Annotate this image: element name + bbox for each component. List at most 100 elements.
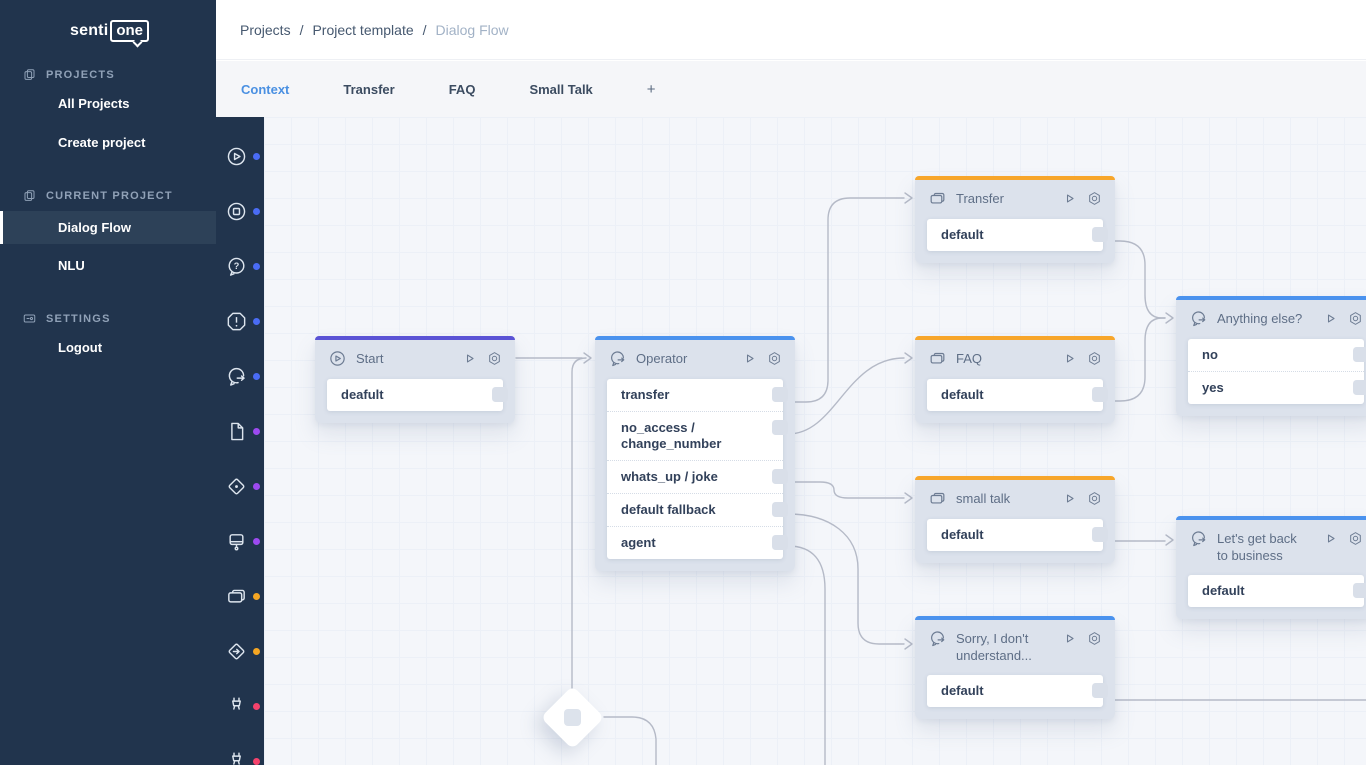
run-node-icon[interactable]	[1322, 310, 1339, 327]
node-title: Operator	[636, 351, 688, 366]
output-connector[interactable]	[1092, 387, 1108, 402]
sidebar-section-settings: SETTINGS	[22, 311, 111, 326]
output-connector[interactable]	[772, 502, 788, 517]
node-settings-icon[interactable]	[1086, 190, 1103, 207]
node-transfer[interactable]: Transfer default	[915, 176, 1115, 263]
sidebar-item-nlu[interactable]: NLU	[58, 258, 85, 273]
tool-stop[interactable]	[216, 184, 264, 239]
tool-intents[interactable]	[216, 569, 264, 624]
breadcrumb-project-template[interactable]: Project template	[312, 21, 414, 38]
tool-jump[interactable]	[216, 624, 264, 679]
run-node-icon[interactable]	[1061, 630, 1078, 647]
node-row[interactable]: no_access / change_number	[607, 412, 788, 461]
node-row[interactable]: yes	[1188, 372, 1366, 404]
tab-small-talk[interactable]: Small Talk	[529, 81, 593, 97]
node-settings-icon[interactable]	[1086, 490, 1103, 507]
node-accent	[915, 336, 1115, 340]
decision-diamond-node[interactable]	[540, 685, 605, 750]
node-operator[interactable]: Operator transfer no_access / change_num…	[595, 336, 795, 571]
node-settings-icon[interactable]	[1347, 310, 1364, 327]
breadcrumb-projects[interactable]: Projects	[240, 21, 291, 38]
tool-dot	[253, 538, 260, 545]
sidebar-section-projects: PROJECTS	[22, 67, 115, 82]
output-connector[interactable]	[492, 387, 508, 402]
output-connector[interactable]	[1353, 347, 1366, 362]
tool-integration-2[interactable]	[216, 734, 264, 765]
run-node-icon[interactable]	[1322, 530, 1339, 547]
node-row[interactable]: transfer	[607, 379, 788, 412]
output-connector[interactable]	[772, 535, 788, 550]
sidebar-item-create-project[interactable]: Create project	[58, 135, 146, 150]
node-start[interactable]: Start deafult	[315, 336, 515, 423]
node-row[interactable]: whats_up / joke	[607, 461, 788, 494]
node-settings-icon[interactable]	[1086, 350, 1103, 367]
node-header: Operator	[595, 340, 795, 377]
run-node-icon[interactable]	[1061, 350, 1078, 367]
tool-dot	[253, 648, 260, 655]
tool-question[interactable]	[216, 239, 264, 294]
output-connector[interactable]	[1092, 527, 1108, 542]
tool-start[interactable]	[216, 129, 264, 184]
tab-transfer[interactable]: Transfer	[343, 81, 395, 97]
node-row[interactable]: default	[927, 219, 1108, 251]
output-connector[interactable]	[1092, 227, 1108, 242]
tool-integration[interactable]	[216, 679, 264, 734]
output-connector[interactable]	[1353, 583, 1366, 598]
node-body: default	[915, 217, 1115, 263]
tool-dot	[253, 758, 260, 765]
run-node-icon[interactable]	[1061, 490, 1078, 507]
node-row[interactable]: agent	[607, 527, 788, 559]
run-node-icon[interactable]	[461, 350, 478, 367]
output-connector[interactable]	[772, 387, 788, 402]
node-title: small talk	[956, 491, 1011, 506]
node-settings-icon[interactable]	[766, 350, 783, 367]
node-back-to-business[interactable]: Let's get back to business default	[1176, 516, 1366, 619]
tool-transfer[interactable]	[216, 349, 264, 404]
sidebar-item-logout[interactable]: Logout	[58, 340, 103, 355]
run-node-icon[interactable]	[1061, 190, 1078, 207]
tool-screen[interactable]	[216, 514, 264, 569]
node-accent	[915, 616, 1115, 620]
output-connector[interactable]	[1092, 683, 1108, 698]
tool-alert[interactable]	[216, 294, 264, 349]
node-body: default	[1176, 573, 1366, 619]
chat-arrow-icon	[931, 631, 945, 647]
play-circle-icon	[330, 351, 345, 366]
flow-canvas[interactable]: Start deafult Operator transfer	[264, 117, 1366, 765]
tool-dot	[253, 373, 260, 380]
node-row[interactable]: default	[1188, 575, 1366, 607]
node-row[interactable]: default	[927, 379, 1108, 411]
output-connector[interactable]	[1353, 380, 1366, 395]
output-connector[interactable]	[772, 469, 788, 484]
node-title: Start	[356, 351, 384, 366]
tool-decision[interactable]	[216, 459, 264, 514]
play-circle-icon	[227, 147, 246, 166]
sidebar-item-all-projects[interactable]: All Projects	[58, 96, 130, 111]
node-anything-else[interactable]: Anything else? no yes	[1176, 296, 1366, 416]
tool-dot	[253, 428, 260, 435]
cards-icon	[228, 589, 245, 603]
output-connector[interactable]	[772, 420, 788, 435]
node-row[interactable]: default fallback	[607, 494, 788, 527]
node-settings-icon[interactable]	[1347, 530, 1364, 547]
tab-context[interactable]: Context	[241, 81, 290, 97]
node-settings-icon[interactable]	[1086, 630, 1103, 647]
node-row[interactable]: no	[1188, 339, 1366, 372]
node-faq[interactable]: FAQ default	[915, 336, 1115, 423]
node-header: Start	[315, 340, 515, 377]
slider-icon	[23, 314, 36, 323]
node-row[interactable]: default	[927, 519, 1108, 551]
tool-document[interactable]	[216, 404, 264, 459]
add-tab-button[interactable]: +	[646, 80, 656, 98]
chat-arrow-icon	[228, 367, 245, 386]
node-row[interactable]: deafult	[327, 379, 508, 411]
node-sorry[interactable]: Sorry, I don't understand... default	[915, 616, 1115, 719]
run-node-icon[interactable]	[741, 350, 758, 367]
tab-faq[interactable]: FAQ	[448, 81, 476, 97]
sidebar-item-dialog-flow[interactable]: Dialog Flow	[0, 211, 216, 244]
node-small-talk[interactable]: small talk default	[915, 476, 1115, 563]
node-header: small talk	[915, 480, 1115, 517]
node-row[interactable]: default	[927, 675, 1108, 707]
node-settings-icon[interactable]	[486, 350, 503, 367]
pages-icon	[24, 69, 35, 80]
